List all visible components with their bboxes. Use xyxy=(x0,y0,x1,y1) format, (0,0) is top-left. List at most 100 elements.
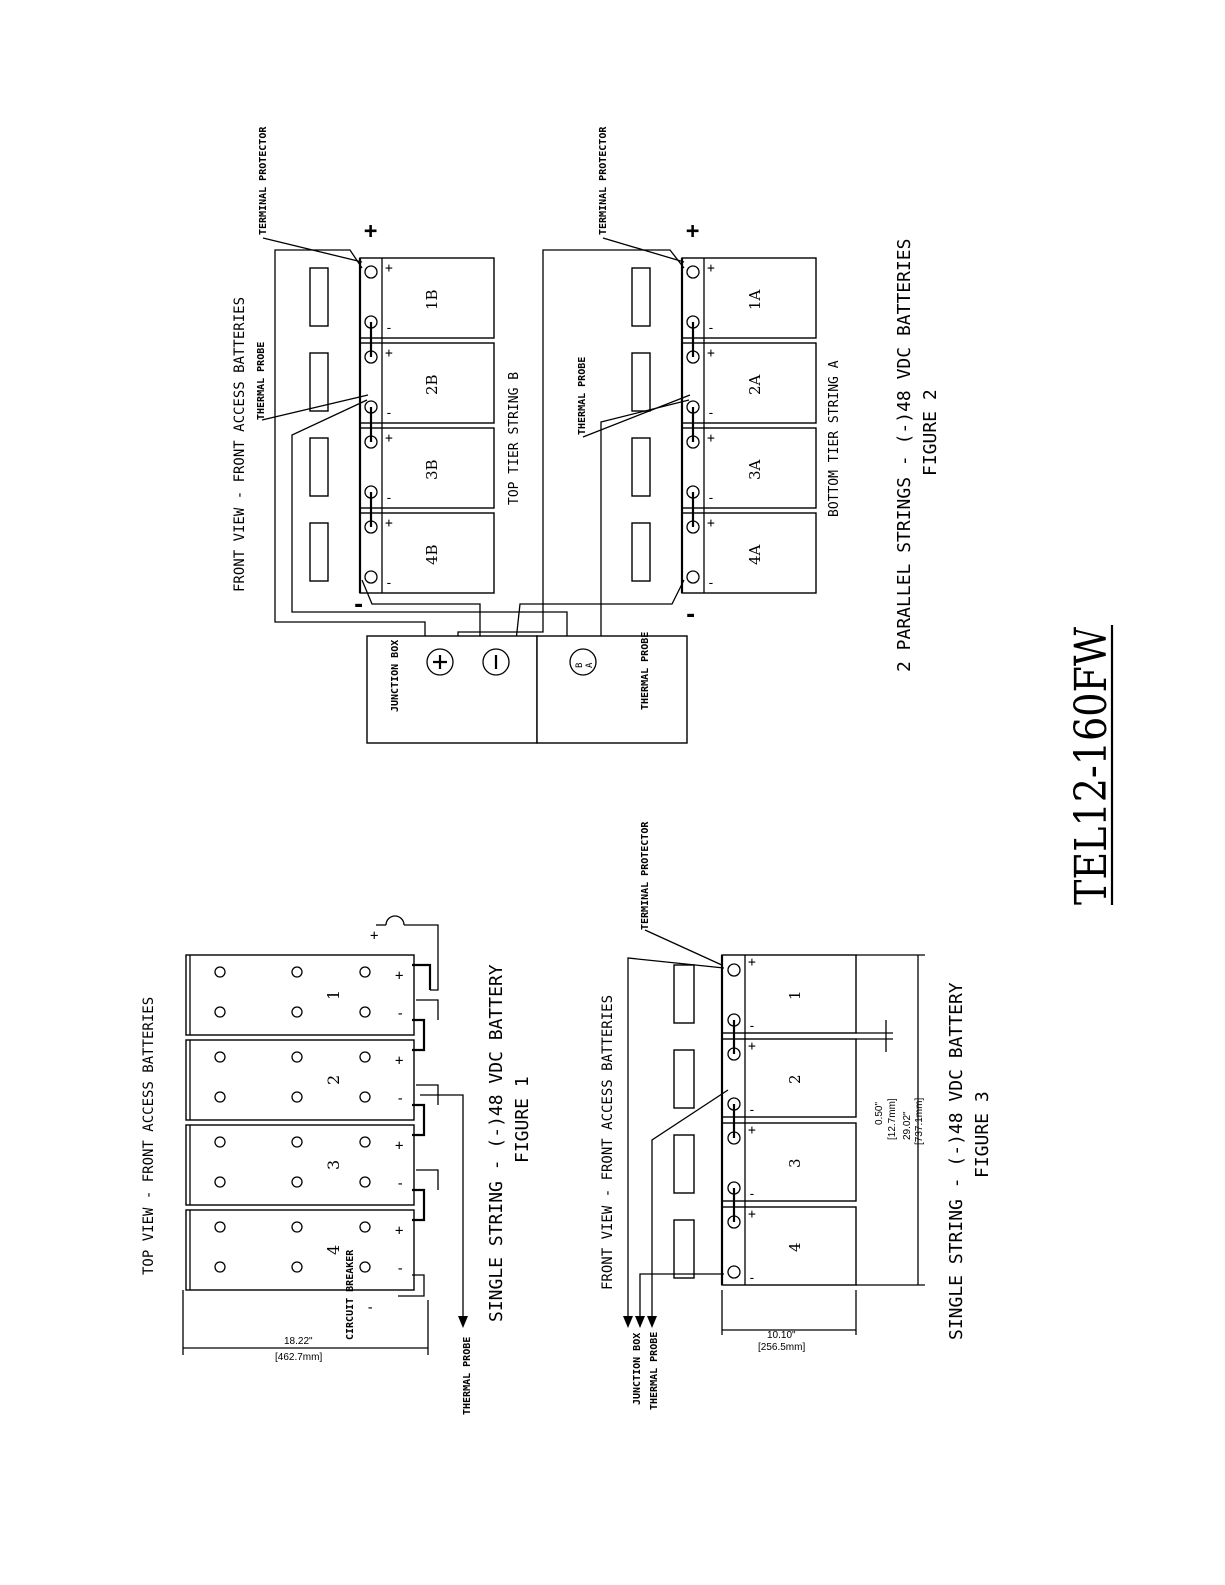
top-tier-plus: + xyxy=(364,219,377,244)
figure-1-minus-terminal: - xyxy=(366,1300,374,1316)
leader-line xyxy=(644,929,725,967)
bottom-tier-label: BOTTOM TIER STRING A xyxy=(827,360,842,517)
figure-3-batteries xyxy=(720,954,857,1286)
figure-3-thermal-probe-lead xyxy=(651,1089,729,1320)
plus-sign: + xyxy=(395,1053,403,1069)
dimension-inches: 18.22" xyxy=(284,1336,313,1347)
arrow-down-icon xyxy=(623,1316,633,1328)
figure-2-view-label: FRONT VIEW - FRONT ACCESS BATTERIES xyxy=(232,297,248,592)
minus-sign: - xyxy=(707,491,715,506)
plus-sign: + xyxy=(395,1223,403,1239)
plus-sign: + xyxy=(748,1207,756,1222)
figure-1-battery-number: 2 xyxy=(324,1075,343,1085)
bottom-tier-plus: + xyxy=(686,219,699,244)
battery-4b-label: 4B xyxy=(423,544,441,565)
plus-sign: + xyxy=(385,516,393,531)
battery-3b-label: 3B xyxy=(423,459,441,480)
plus-sign: + xyxy=(707,516,715,531)
minus-sign: - xyxy=(396,1261,404,1277)
figure-1-plus-terminal: + xyxy=(370,928,378,944)
figure-1-battery-number: 3 xyxy=(324,1160,343,1170)
thermal-probe-box-label: THERMAL PROBE xyxy=(640,632,651,710)
battery-4a-label: 4A xyxy=(746,544,764,565)
minus-sign: - xyxy=(385,491,393,506)
negative-terminal-icon xyxy=(482,648,510,676)
positive-terminal-icon xyxy=(426,648,454,676)
figure-2-wiring xyxy=(274,249,690,658)
figure-3-battery-number: 3 xyxy=(786,1158,804,1168)
figure-1-battery-3: 3 + - xyxy=(185,1124,415,1206)
total-dimension-mm: [737.1mm] xyxy=(914,1098,925,1145)
top-terminal-protector-label: TERMINAL PROTECTOR xyxy=(258,126,269,235)
minus-sign: - xyxy=(748,1187,756,1202)
top-tier-minus: - xyxy=(352,593,365,618)
bottom-thermal-probe-label: THERMAL PROBE xyxy=(577,357,588,435)
minus-sign: - xyxy=(748,1019,756,1034)
figure-1-positive-lead xyxy=(404,924,439,991)
figure-3-dimensions: 0.50" [12.7mm] 29.02" [737.1mm] 10.10" [… xyxy=(721,954,925,1353)
figure-3-view-label: FRONT VIEW - FRONT ACCESS BATTERIES xyxy=(600,995,616,1290)
figure-1-caption-line2: FIGURE 1 xyxy=(512,1076,533,1163)
model-title: TEL12-160FW xyxy=(1066,626,1117,905)
plus-sign: + xyxy=(748,1039,756,1054)
gap-dimension-inches: 0.50" xyxy=(874,1102,885,1125)
minus-sign: - xyxy=(707,321,715,336)
figure-1-battery-1: 1 + - xyxy=(185,954,415,1036)
figure-1-thermal-probe-lead xyxy=(420,1094,464,1320)
top-thermal-probe-label: THERMAL PROBE xyxy=(256,342,267,420)
plus-sign: + xyxy=(395,968,403,984)
junction-box-label: JUNCTION BOX xyxy=(390,640,401,712)
top-tier-label: TOP TIER STRING B xyxy=(507,372,522,505)
minus-sign: - xyxy=(748,1271,756,1286)
figure-3-battery-number: 2 xyxy=(786,1074,804,1084)
battery-1b-label: 1B xyxy=(423,289,441,310)
figure-1-width-dimension: 18.22" [462.7mm] xyxy=(182,1290,429,1363)
bottom-terminal-protector-label: TERMINAL PROTECTOR xyxy=(598,126,609,235)
minus-sign: - xyxy=(396,1176,404,1192)
probe-a-label: A xyxy=(585,662,595,668)
figure-3: FRONT VIEW - FRONT ACCESS BATTERIES TERM… xyxy=(600,821,993,1410)
figure-3-battery-number: 4 xyxy=(786,1242,804,1252)
figure-3-battery-number: 1 xyxy=(786,990,804,1000)
plus-sign: + xyxy=(707,431,715,446)
bottom-tier-minus: - xyxy=(684,603,697,628)
plus-sign: + xyxy=(748,955,756,970)
plus-sign: + xyxy=(385,346,393,361)
figure-3-terminal-protector-label: TERMINAL PROTECTOR xyxy=(640,821,651,930)
junction-box: JUNCTION BOX xyxy=(366,635,538,744)
figure-1-negative-lead xyxy=(398,1274,425,1297)
figure-2-top-tier xyxy=(309,257,495,594)
battery-2a-label: 2A xyxy=(746,374,764,395)
figure-2-bottom-tier xyxy=(631,257,817,594)
arrow-down-icon xyxy=(635,1316,645,1328)
figure-2-caption-line1: 2 PARALLEL STRINGS - (-)48 VDC BATTERIES xyxy=(894,239,915,672)
minus-sign: - xyxy=(385,321,393,336)
minus-sign: - xyxy=(385,406,393,421)
circuit-breaker-label: CIRCUIT BREAKER xyxy=(345,1249,356,1340)
minus-sign: - xyxy=(396,1091,404,1107)
figure-3-caption-line2: FIGURE 3 xyxy=(972,1091,993,1178)
probe-b-label: B xyxy=(575,663,585,668)
battery-2b-label: 2B xyxy=(423,374,441,395)
plus-sign: + xyxy=(748,1123,756,1138)
figure-1-battery-2: 2 + - xyxy=(185,1039,415,1121)
thermal-probe-box: B A THERMAL PROBE xyxy=(536,632,688,744)
minus-sign: - xyxy=(396,1006,404,1022)
figure-1-caption-line1: SINGLE STRING - (-)48 VDC BATTERY xyxy=(486,964,507,1322)
figure-3-terminals xyxy=(727,963,741,1279)
leader-line xyxy=(261,394,369,421)
figure-3-negative-lead xyxy=(639,1273,724,1320)
figure-3-junction-box-label: JUNCTION BOX xyxy=(632,1333,643,1405)
figure-1-thermal-probe-label: THERMAL PROBE xyxy=(462,1337,473,1415)
figure-1-interconnects xyxy=(412,963,439,1222)
minus-sign: - xyxy=(748,1103,756,1118)
arrow-down-icon xyxy=(647,1316,657,1328)
figure-1-fuse-loop xyxy=(385,915,405,926)
plus-sign: + xyxy=(395,1138,403,1154)
minus-sign: - xyxy=(707,576,715,591)
minus-sign: - xyxy=(707,406,715,421)
sheet-title: TEL12-160FW xyxy=(1066,625,1117,905)
plus-sign: + xyxy=(707,261,715,276)
figure-2: FRONT VIEW - FRONT ACCESS BATTERIES 1B 2… xyxy=(232,126,941,744)
